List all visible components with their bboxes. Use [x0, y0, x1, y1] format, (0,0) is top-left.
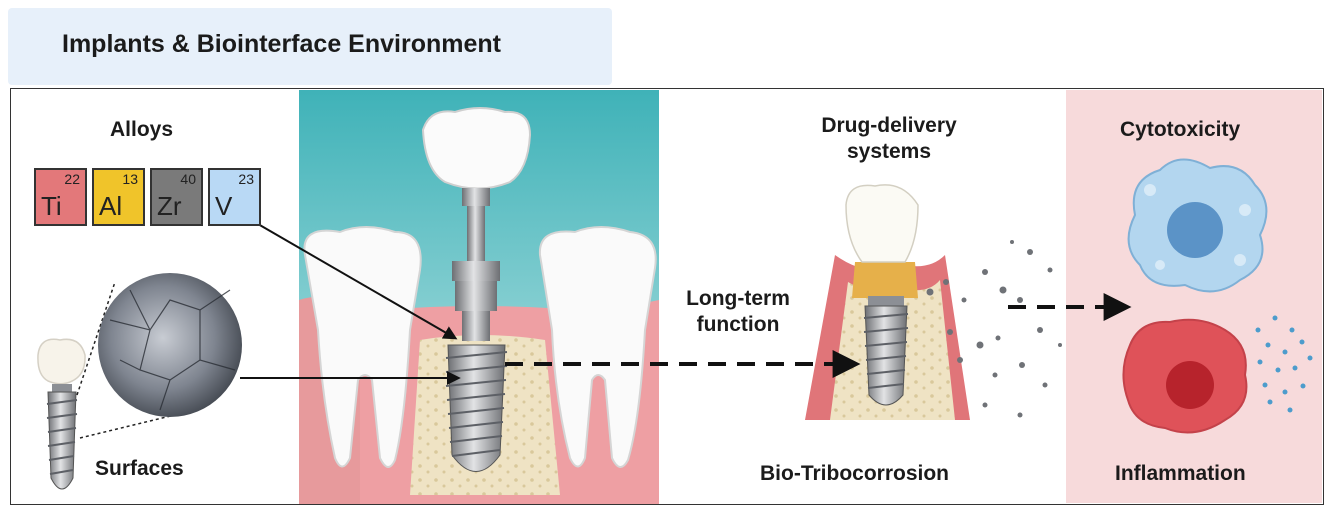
label-surfaces: Surfaces	[95, 457, 184, 480]
alloy-arrow	[257, 223, 458, 340]
title-banner	[8, 8, 612, 85]
label-long-term-line1: Long-term	[686, 287, 790, 310]
label-drug-line2: systems	[846, 140, 932, 164]
element-number: 13	[122, 171, 138, 187]
element-symbol: Zr	[157, 191, 182, 221]
element-number: 22	[64, 171, 80, 187]
element-tile-ti: 22 Ti	[34, 168, 87, 226]
surface-micrograph	[76, 273, 242, 439]
drug-delivery-implant	[805, 184, 1062, 420]
page-title: Implants & Biointerface Environment	[62, 30, 501, 58]
label-cytotoxicity: Cytotoxicity	[1120, 118, 1241, 141]
label-long-term-function: Long-term function	[672, 286, 804, 339]
element-tile-al: 13 Al	[92, 168, 145, 226]
inflammation-cell	[1122, 315, 1313, 434]
element-symbol: Ti	[41, 191, 62, 221]
dental-implant-scene	[299, 90, 659, 504]
cytotoxicity-cell	[1127, 158, 1268, 293]
element-tile-zr: 40 Zr	[150, 168, 203, 226]
label-drug-delivery: Drug-delivery systems	[800, 113, 978, 166]
label-bio-tribocorrosion: Bio-Tribocorrosion	[760, 462, 949, 485]
element-tile-v: 23 V	[208, 168, 261, 226]
element-number: 23	[238, 171, 254, 187]
label-alloys: Alloys	[110, 118, 174, 141]
label-long-term-line2: function	[696, 313, 780, 337]
label-drug-line1: Drug-delivery	[821, 114, 957, 137]
element-symbol: V	[215, 191, 233, 221]
element-number: 40	[180, 171, 196, 187]
label-inflammation: Inflammation	[1115, 462, 1246, 485]
element-symbol: Al	[99, 191, 123, 221]
small-implant-icon	[37, 338, 86, 490]
